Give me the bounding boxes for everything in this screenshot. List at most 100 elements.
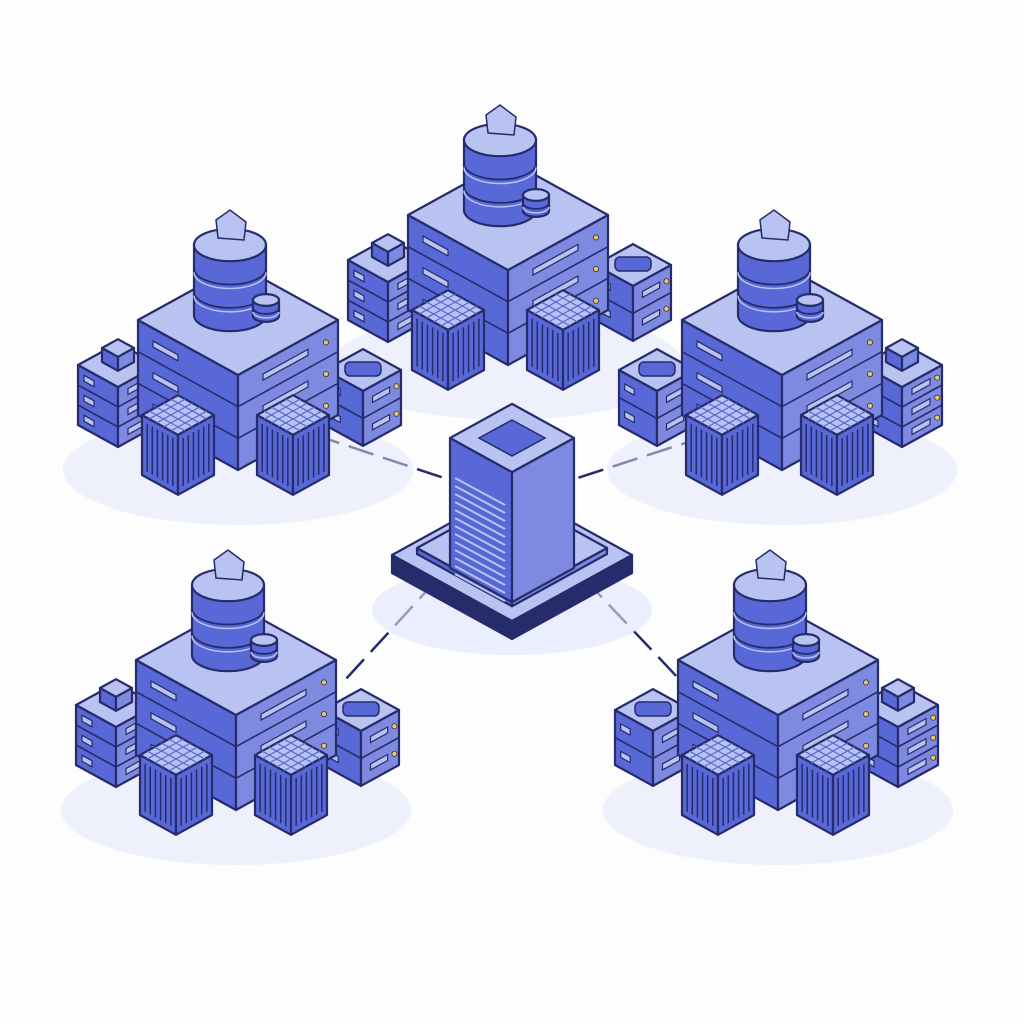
grid-line <box>815 402 852 424</box>
slot <box>802 719 849 753</box>
small-disk-band <box>796 307 824 315</box>
status-led <box>663 278 670 285</box>
side-unit-divider <box>897 744 939 768</box>
side-unit-cube-top-face <box>100 338 136 358</box>
slot <box>802 688 849 722</box>
grid-line <box>548 301 585 323</box>
status-led <box>867 339 874 346</box>
side-unit-cube-top-face <box>370 233 406 253</box>
panel-icon <box>344 361 382 377</box>
grid-line <box>170 398 208 420</box>
document-icon <box>485 104 517 136</box>
nodes <box>61 104 957 865</box>
grid-line <box>278 402 315 424</box>
grid-line <box>163 402 200 424</box>
tower-vent-line <box>454 493 506 522</box>
status-led <box>863 679 870 686</box>
small-disk-top <box>795 293 825 307</box>
cooling-unit <box>138 734 214 836</box>
slot <box>353 309 365 323</box>
grid-line <box>269 742 306 764</box>
small-disk <box>521 188 551 218</box>
slot <box>353 289 365 303</box>
grid-line <box>426 301 463 323</box>
database-cylinder-band <box>193 268 267 286</box>
main-rack-divider <box>407 245 509 303</box>
side-unit-divider <box>77 384 119 408</box>
grid-line <box>541 301 578 323</box>
main-rack-divider <box>237 350 339 408</box>
grid-line <box>168 738 206 760</box>
side-unit-cube-top-face <box>884 338 920 358</box>
slot <box>624 410 635 424</box>
database-cylinder <box>192 227 268 333</box>
grid-line <box>829 410 867 432</box>
side-unit-divider <box>75 744 117 768</box>
slot <box>665 413 685 431</box>
status-led <box>930 734 937 741</box>
slot <box>911 377 931 396</box>
slot <box>696 340 723 362</box>
slot <box>907 757 927 776</box>
slot <box>696 371 723 394</box>
grid-line <box>263 398 301 420</box>
status-led <box>391 750 398 757</box>
slot <box>806 348 853 382</box>
slot <box>620 722 631 737</box>
slot <box>369 753 389 771</box>
grid-line <box>548 297 585 319</box>
central-tower <box>448 402 576 604</box>
small-disk <box>795 293 825 323</box>
tower-vent-line <box>454 533 506 562</box>
main-rack-divider <box>137 350 239 408</box>
grid-line <box>418 305 456 327</box>
grid-line <box>541 297 578 319</box>
database-cylinder-band-highlight <box>193 272 267 290</box>
grid-line <box>700 406 737 428</box>
grid-line <box>285 410 323 432</box>
status-led <box>320 742 327 749</box>
database-cylinder-band-highlight <box>191 612 265 630</box>
slot <box>81 734 93 748</box>
grid-line <box>822 406 859 428</box>
status-led <box>934 374 941 381</box>
grid-line <box>692 410 730 432</box>
grid-line <box>146 750 184 772</box>
main-rack-divider <box>235 690 337 748</box>
slot <box>422 235 449 257</box>
slot <box>692 711 719 734</box>
tower-vent-line <box>454 549 506 578</box>
small-disk-band <box>252 307 280 315</box>
grid-line <box>161 742 198 764</box>
cooling-unit <box>684 394 760 496</box>
slot <box>692 680 719 702</box>
small-disk <box>249 633 279 663</box>
status-led <box>322 402 329 409</box>
grid-line <box>170 410 208 432</box>
main-rack-divider <box>681 350 783 408</box>
grid-line <box>710 750 748 772</box>
cooling-unit-top-face <box>680 734 756 776</box>
side-unit-divider <box>347 299 389 323</box>
grid-line <box>261 738 299 760</box>
small-disk-top <box>791 633 821 647</box>
side-unit-cube <box>884 338 920 372</box>
slot <box>150 680 177 702</box>
grid-line <box>156 406 193 428</box>
small-disk-top <box>249 633 279 647</box>
slot <box>532 274 579 308</box>
grid-line <box>533 305 571 327</box>
grid-line <box>285 398 323 420</box>
grid-line <box>818 746 855 768</box>
grid-line <box>156 402 193 424</box>
cooling-unit-top-face <box>140 394 216 436</box>
grid-line <box>533 293 571 315</box>
tower-vent-line <box>454 485 506 514</box>
grid-line <box>703 746 740 768</box>
small-disk-top <box>251 293 281 307</box>
cooling-unit <box>253 734 329 836</box>
grid-line <box>426 297 463 319</box>
grid-line <box>276 746 313 768</box>
slot <box>641 308 661 326</box>
